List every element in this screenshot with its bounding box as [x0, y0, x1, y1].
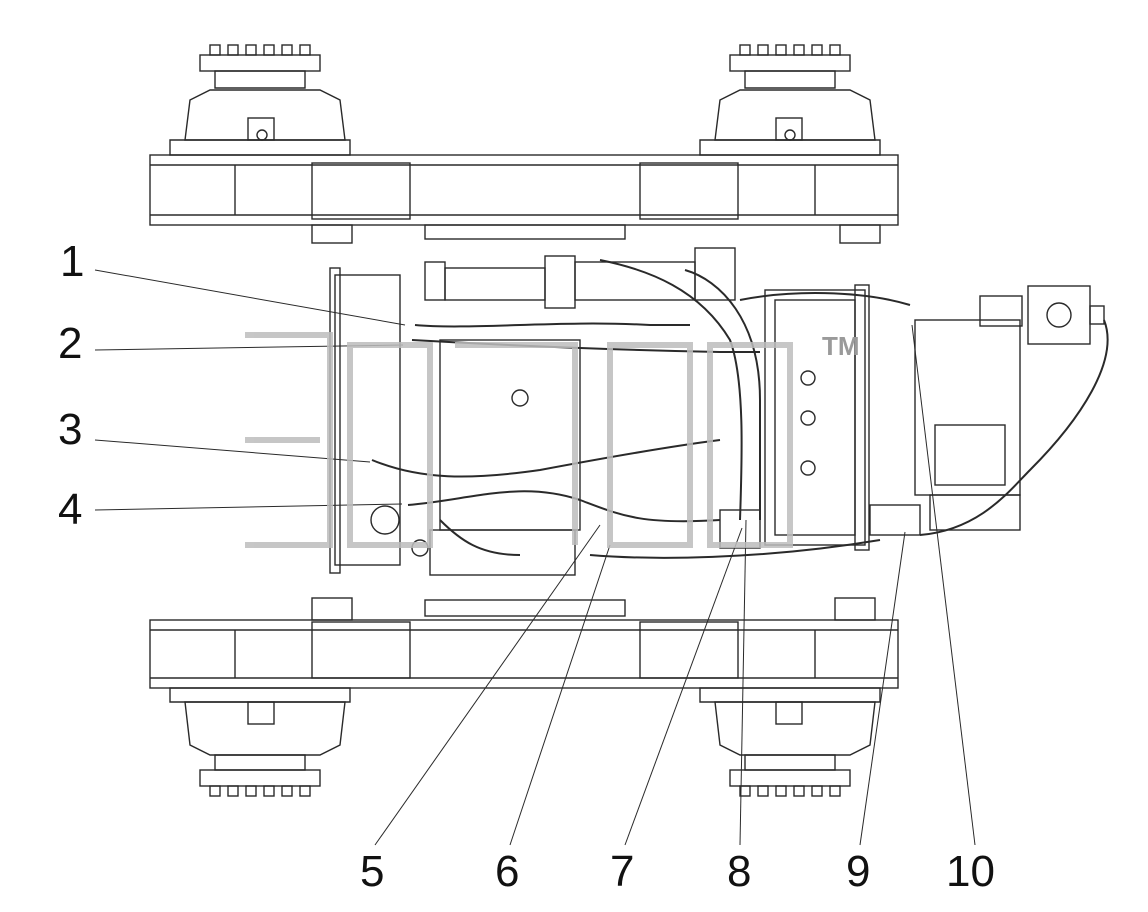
top-frame-beam — [149, 154, 899, 244]
cylinder-assembly — [424, 247, 736, 309]
callout-6: 6 — [495, 847, 520, 896]
callout-5: 5 — [360, 847, 385, 896]
callout-8: 8 — [727, 847, 752, 896]
callout-3: 3 — [58, 405, 83, 454]
bottom-right-final-drive — [699, 687, 881, 797]
watermark-tm: TM — [822, 331, 860, 361]
top-right-final-drive — [699, 44, 881, 156]
callout-2: 2 — [58, 319, 83, 368]
bottom-left-final-drive — [169, 687, 351, 797]
callout-9: 9 — [846, 847, 871, 896]
watermark-logo — [245, 332, 793, 548]
callout-10: 10 — [946, 847, 995, 896]
bottom-frame-beam — [149, 597, 899, 689]
callout-4: 4 — [58, 485, 83, 534]
callout-1: 1 — [60, 237, 85, 286]
valve-block — [869, 285, 1105, 536]
hydraulic-hoses — [371, 259, 1109, 559]
transmission-housing — [719, 284, 870, 551]
hydraulic-tank — [329, 267, 581, 576]
top-left-final-drive — [169, 44, 351, 156]
callout-7: 7 — [610, 847, 635, 896]
